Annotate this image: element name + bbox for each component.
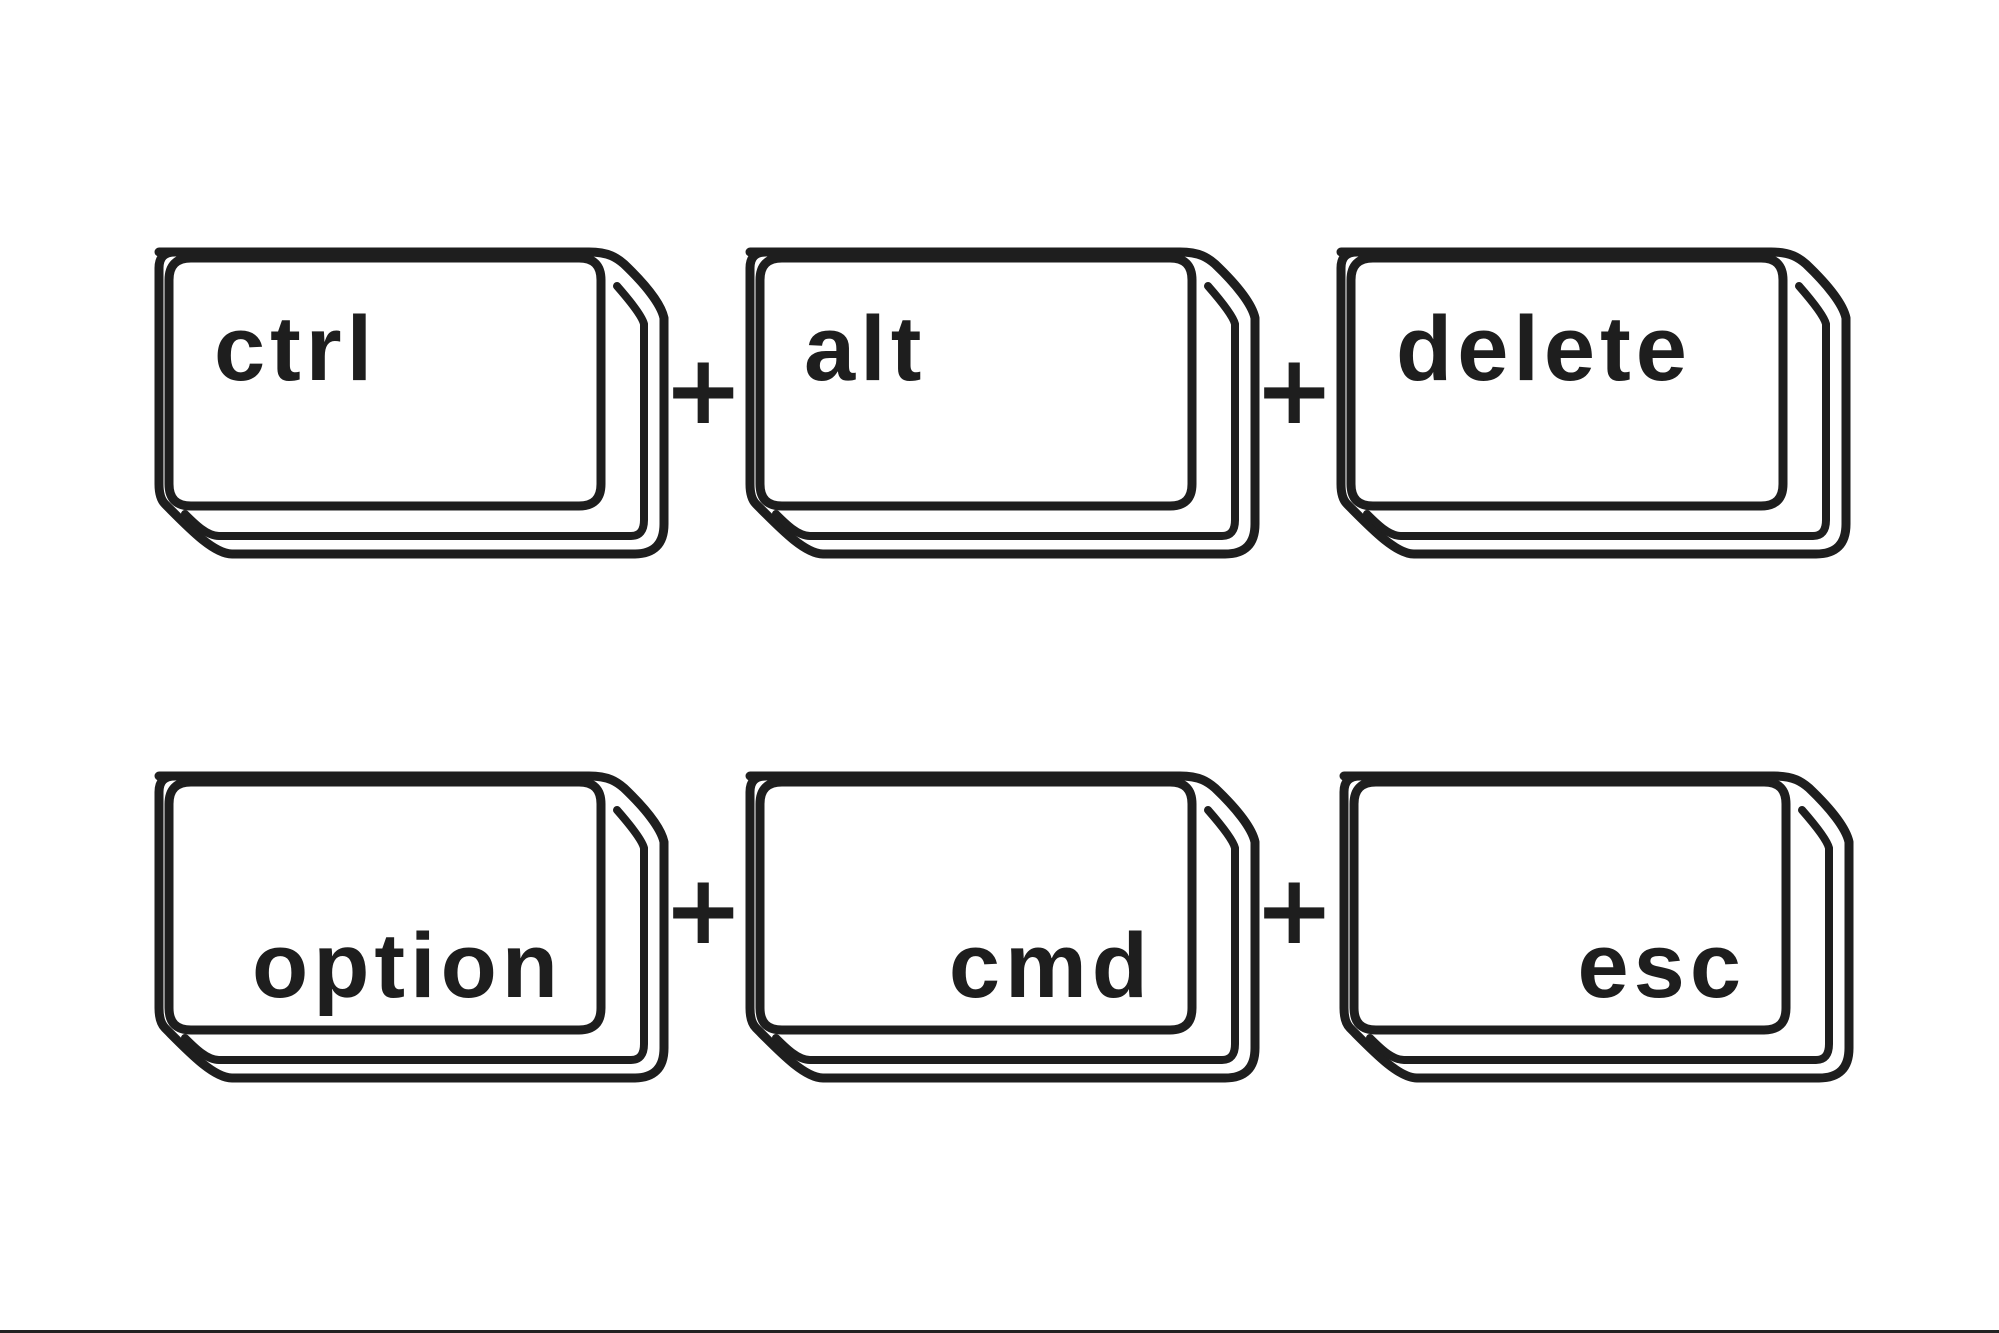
keycap-side-edge — [181, 806, 648, 1064]
plus-sign: + — [663, 334, 744, 446]
key-label-ctrl: ctrl — [214, 298, 378, 400]
plus-sign: + — [663, 854, 744, 966]
plus-sign: + — [1254, 854, 1335, 966]
keycap-side-edge — [772, 282, 1239, 540]
keycap-ctrl — [154, 247, 669, 559]
key-label-cmd: cmd — [948, 915, 1153, 1017]
keycap-cmd — [745, 771, 1260, 1083]
keycap-side-edge — [1366, 806, 1833, 1064]
key-label-alt: alt — [804, 298, 927, 400]
key-label-delete: delete — [1396, 298, 1692, 400]
plus-sign: + — [1254, 334, 1335, 446]
keycap-side-edge — [772, 806, 1239, 1064]
keycap-top-face — [755, 777, 1197, 1035]
bottom-border — [0, 1330, 1999, 1333]
keycap-side-edge — [1363, 282, 1830, 540]
keycap-delete — [1336, 247, 1851, 559]
keycap-top-face — [164, 253, 606, 511]
keycap-side-edge — [181, 282, 648, 540]
keycap-top-face — [164, 777, 606, 1035]
keycap-esc — [1339, 771, 1854, 1083]
keycap-alt — [745, 247, 1260, 559]
keycap-top-face — [1349, 777, 1791, 1035]
key-label-option: option — [252, 915, 563, 1017]
keycap-option — [154, 771, 669, 1083]
key-label-esc: esc — [1577, 915, 1746, 1017]
keycap-top-face — [755, 253, 1197, 511]
keycap-top-face — [1346, 253, 1788, 511]
